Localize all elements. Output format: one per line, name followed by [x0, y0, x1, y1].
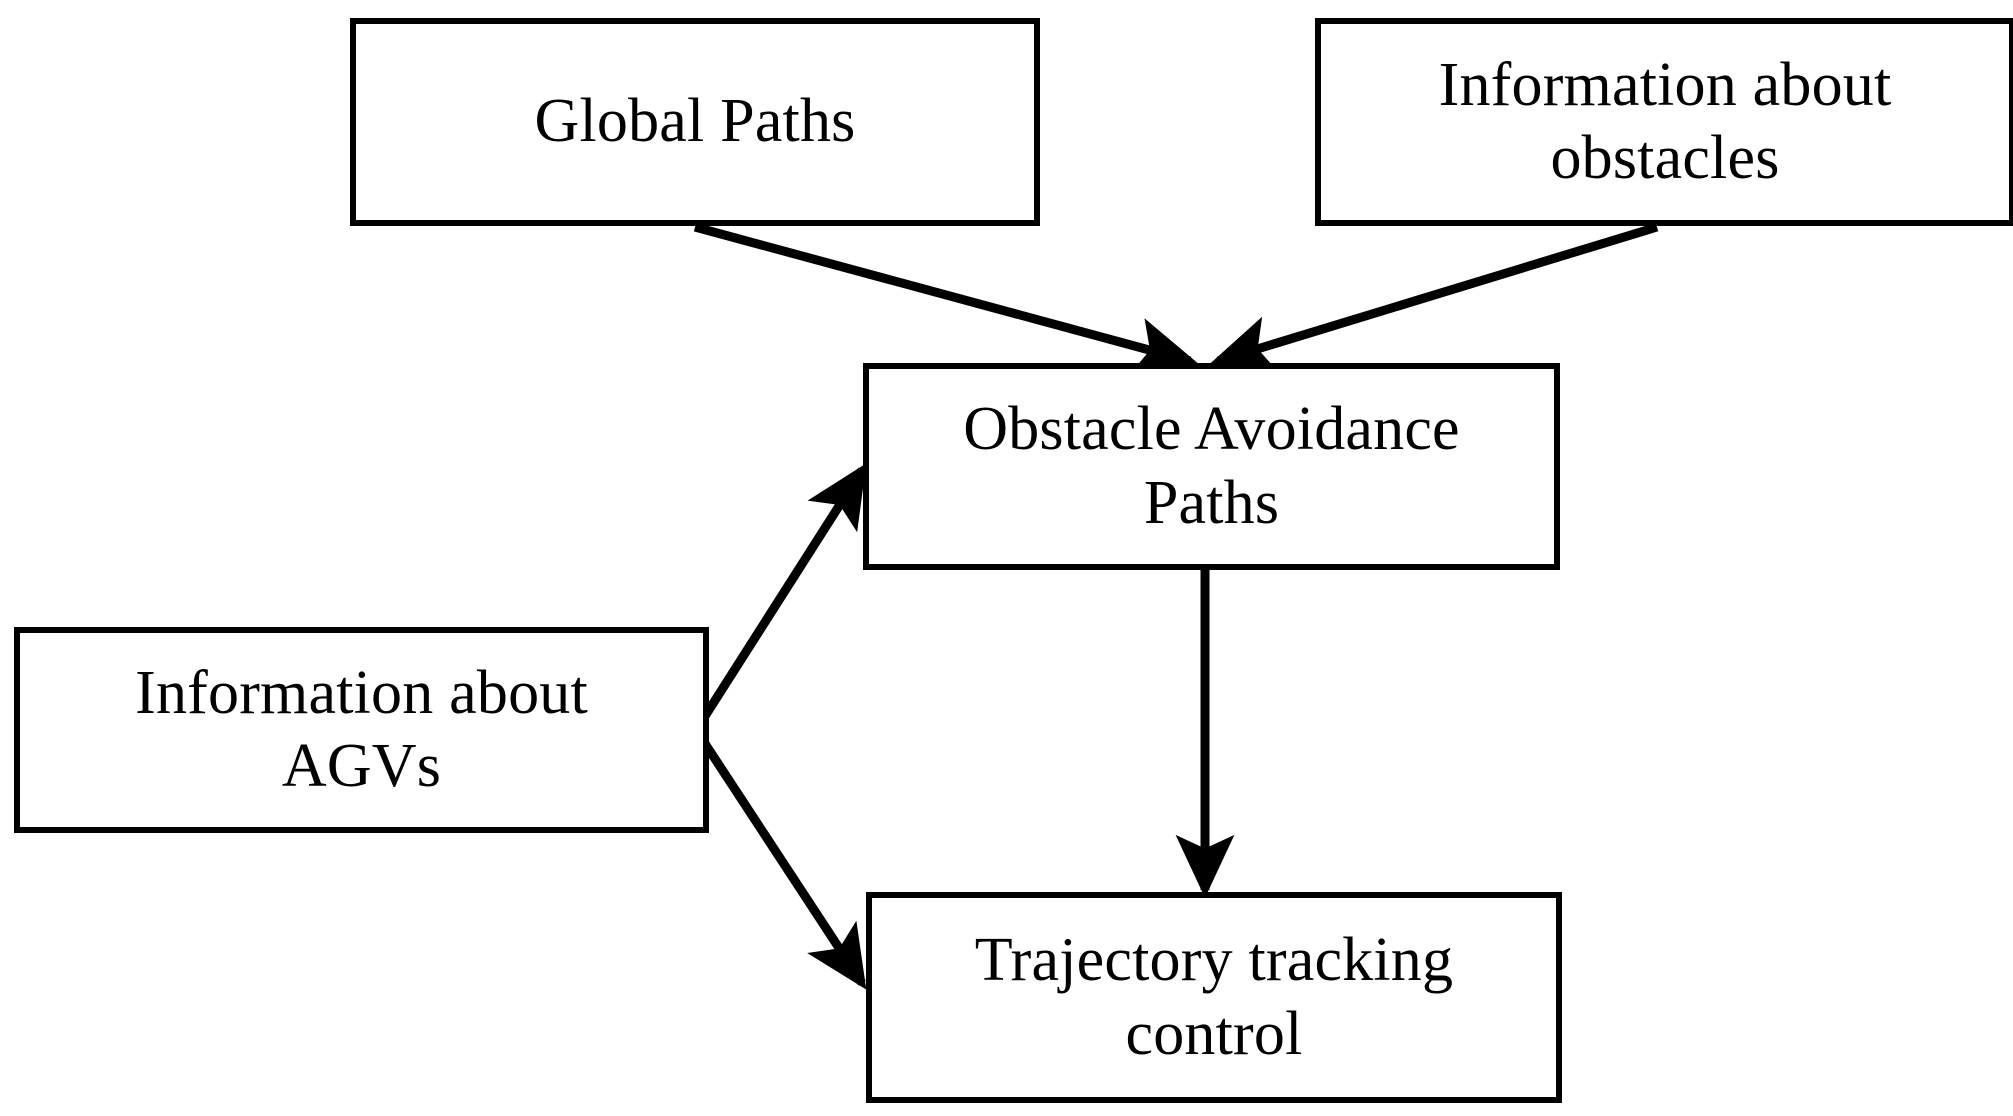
node-obstacle-avoidance-paths[interactable]: Obstacle Avoidance Paths — [863, 363, 1560, 570]
node-trajectory-tracking-control[interactable]: Trajectory tracking control — [866, 892, 1562, 1103]
node-obstacles-info[interactable]: Information about obstacles — [1315, 18, 2013, 226]
node-information-about-agvs[interactable]: Information about AGVs — [14, 627, 709, 833]
edge-agv-to-avoidance — [696, 463, 867, 727]
node-information-about-agvs-label: Information about AGVs — [135, 658, 588, 800]
node-global-paths[interactable]: Global Paths — [350, 18, 1040, 226]
edge-obstacles-to-avoidance — [1210, 222, 1659, 374]
node-obstacles-info-label: Information about obstacles — [1438, 50, 1892, 192]
node-global-paths-label: Global Paths — [534, 87, 856, 156]
edge-agv-to-trajectory — [696, 733, 867, 990]
node-trajectory-tracking-control-label: Trajectory tracking control — [974, 926, 1454, 1068]
node-obstacle-avoidance-paths-label: Obstacle Avoidance Paths — [963, 395, 1460, 537]
edge-global-to-avoidance — [693, 222, 1198, 375]
